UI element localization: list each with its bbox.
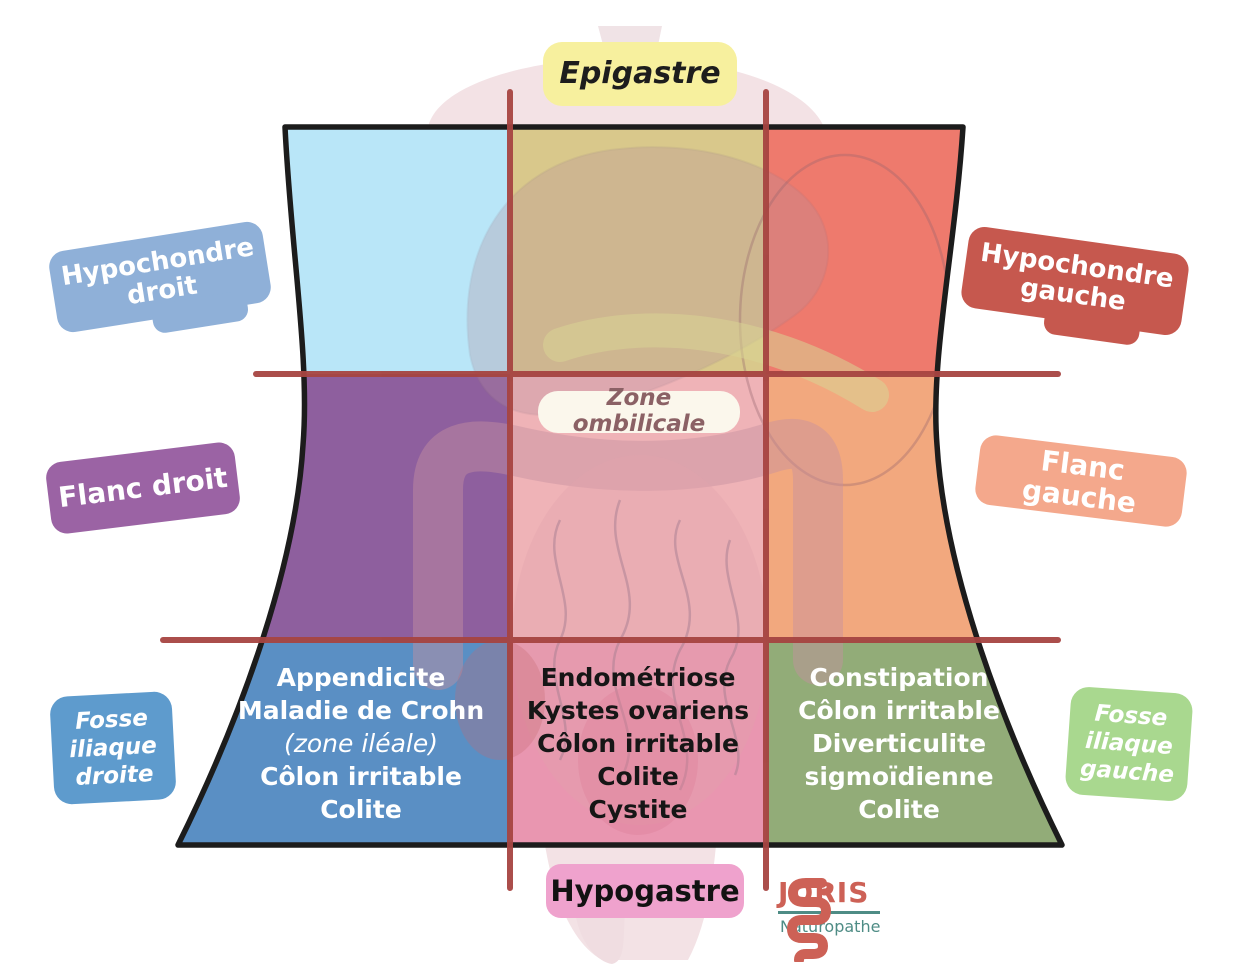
torso-outline — [175, 124, 1065, 848]
label-fosse-iliaque-droite: Fosse iliaque droite — [49, 690, 177, 806]
cecum-illustration — [455, 640, 545, 760]
condition-line: Maladie de Crohn — [237, 696, 485, 725]
pelvic-organ-illustration — [578, 685, 698, 835]
grid-lines — [160, 89, 1061, 891]
label-fosse-iliaque-gauche: Fosse iliaque gauche — [1064, 685, 1194, 803]
condition-line: Côlon irritable — [537, 729, 739, 758]
condition-line: Endométriose — [540, 663, 736, 692]
condition-line: Diverticulite — [811, 729, 987, 758]
label-zone-ombilicale: Zone ombilicale — [538, 385, 740, 437]
joris-logo: JORIS Naturopathe — [778, 876, 881, 962]
condition-line: Constipation — [809, 663, 989, 692]
intestine-squiggles — [553, 499, 740, 791]
pancreas-illustration — [543, 313, 889, 412]
condition-line: Kystes ovariens — [526, 696, 750, 725]
label-epigastre: Epigastre — [543, 42, 737, 106]
region-hypogastre — [510, 640, 766, 845]
condition-line: Colite — [858, 795, 940, 824]
condition-line: Colite — [597, 762, 679, 791]
colon-illustration — [413, 418, 843, 690]
condition-line: (zone iléale) — [283, 729, 439, 758]
intestine-icon — [787, 878, 834, 962]
condition-line: Appendicite — [276, 663, 446, 692]
condition-line: Colite — [320, 795, 402, 824]
condition-line: Côlon irritable — [260, 762, 462, 791]
condition-line: Côlon irritable — [798, 696, 1000, 725]
condition-line: Cystite — [588, 795, 688, 824]
label-hypogastre: Hypogastre — [546, 864, 744, 918]
rectum-silhouette — [575, 912, 625, 964]
condition-line: sigmoïdienne — [804, 762, 994, 791]
